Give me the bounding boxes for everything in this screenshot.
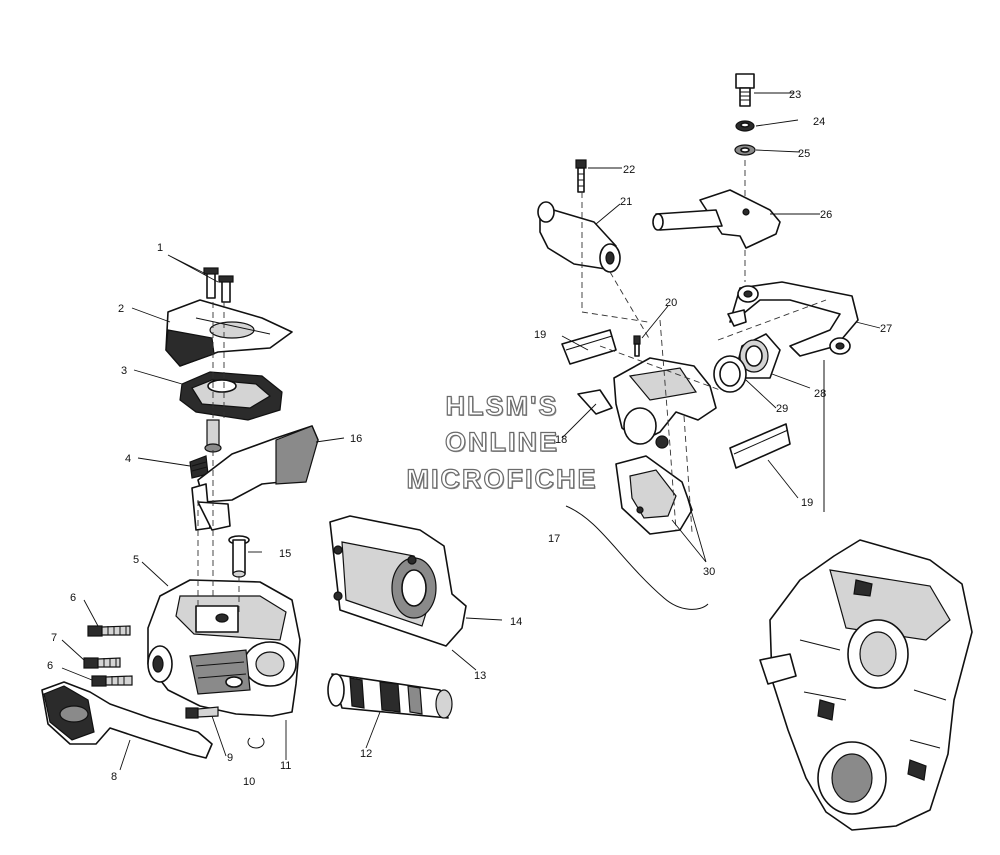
- part-20-screw: [633, 335, 641, 357]
- part-21-fitting: [537, 201, 621, 273]
- part-6-bolt-upper: [87, 625, 131, 637]
- callout-14: 14: [510, 616, 522, 628]
- right-alignment-lines: [581, 192, 827, 533]
- callout-19-lower: 19: [801, 497, 813, 509]
- callout-17: 17: [548, 533, 560, 545]
- callout-12: 12: [360, 748, 372, 760]
- callout-1: 1: [157, 242, 163, 254]
- callout-21: 21: [620, 196, 632, 208]
- leader-lines: [61, 92, 881, 771]
- part-27-frame: [727, 281, 859, 357]
- part-1-screws: [203, 267, 234, 303]
- engine-case: [759, 539, 973, 831]
- part-18-caliper: [577, 357, 717, 449]
- part-9-bolt: [185, 706, 219, 719]
- callout-22: 22: [623, 164, 635, 176]
- part-6-bolt-lower: [91, 675, 133, 687]
- callout-18: 18: [555, 434, 567, 446]
- callout-20: 20: [665, 297, 677, 309]
- callout-11: 11: [280, 760, 291, 772]
- callout-9: 9: [227, 752, 233, 764]
- callout-26: 26: [820, 209, 832, 221]
- callout-16: 16: [350, 433, 362, 445]
- part-22-screw: [575, 159, 587, 193]
- callout-8: 8: [111, 771, 117, 783]
- part-5-housing: [147, 579, 301, 717]
- part-30-pad-plates: [615, 455, 693, 535]
- callout-3: 3: [121, 365, 127, 377]
- part-23-bolt: [735, 73, 755, 107]
- part-7-bolt: [83, 657, 121, 669]
- watermark-line-2: ONLINE: [444, 426, 559, 457]
- callout-15: 15: [279, 548, 291, 560]
- watermark-line-3: MICROFICHE: [406, 463, 598, 494]
- callout-7: 7: [51, 632, 57, 644]
- part-4-spring: [189, 455, 209, 479]
- part-16-throttle-lever: [191, 425, 319, 531]
- callout-5: 5: [133, 554, 139, 566]
- part-28-bushing: [737, 333, 781, 379]
- part-29-oring: [713, 355, 747, 393]
- part-2-top-cover: [165, 299, 293, 367]
- callout-30: 30: [703, 566, 715, 578]
- plunger: [204, 419, 222, 453]
- callout-19-upper: 19: [534, 329, 546, 341]
- callout-23: 23: [789, 89, 801, 101]
- callout-25: 25: [798, 148, 810, 160]
- callout-6-lower: 6: [47, 660, 53, 672]
- part-24-lockwasher: [735, 120, 755, 132]
- part-8-brake-lever: [41, 681, 213, 759]
- part-19-pad-lower: [729, 423, 791, 469]
- callout-27: 27: [880, 323, 892, 335]
- part-12-shaft: [327, 673, 453, 719]
- watermark-line-1: HLSM'S: [445, 390, 559, 421]
- part-13-cover: [329, 515, 467, 647]
- callout-10: 10: [243, 776, 255, 788]
- callout-28: 28: [814, 388, 826, 400]
- callout-29: 29: [776, 403, 788, 415]
- callout-4: 4: [125, 453, 131, 465]
- callout-24: 24: [813, 116, 825, 128]
- left-alignment-lines: [197, 302, 240, 612]
- part-19-pad-upper: [561, 329, 617, 365]
- part-26-bracket: [652, 189, 781, 249]
- part-3-gasket: [179, 371, 283, 421]
- part-10-clip: [247, 737, 265, 749]
- part-25-washer: [734, 144, 756, 156]
- callout-13: 13: [474, 670, 486, 682]
- part-15-pin: [228, 535, 250, 578]
- callout-6-upper: 6: [70, 592, 76, 604]
- callout-numbers: 1 2 3 4 5 6 7 6 8 9 10 11 12 13 14 15 16…: [47, 89, 892, 788]
- callout-2: 2: [118, 303, 124, 315]
